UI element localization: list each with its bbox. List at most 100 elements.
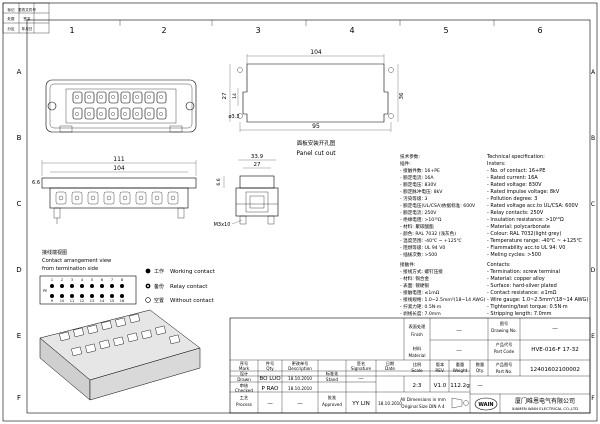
drawn-date: 18.10.2010 <box>288 376 312 381</box>
spec-cn-line: - 温度范围: -40℃ ~ +125℃ <box>400 237 462 244</box>
std-value: — <box>358 376 364 382</box>
spec-en-line: - Insulation resistance: >10¹⁰Ω <box>487 217 564 223</box>
weight-value: 112.2g <box>450 383 470 389</box>
term-title-en2: from termination side <box>42 266 98 272</box>
finish-label-cn: 表面处理 <box>409 323 427 330</box>
spec-cn-line: - 额定电流: 16A <box>400 174 434 181</box>
legend-working-cn: 工作 <box>154 268 164 275</box>
spec-cn: 技术参数: 插件: - 接触件数: 16+PE - 额定电流: 16A - 额定… <box>400 153 486 317</box>
isometric-view <box>39 309 201 401</box>
spec-en-line: - Stripping length: 7.0mm <box>487 311 552 317</box>
term-pin-label: 10 <box>60 299 64 303</box>
row-label-b-right: B <box>591 135 595 142</box>
spec-en-line: - Wire gauge: 1.0~2.5mm²(18~14 AWG) <box>487 297 588 303</box>
zone-columns-top: 1 2 3 4 5 6 <box>69 20 543 35</box>
spec-cn-line: - 表面: 镀硬银 <box>400 282 430 289</box>
qty-label-en: Qty. <box>476 368 484 373</box>
term-pin-label: 7 <box>111 278 113 282</box>
term-pin-label: 11 <box>70 299 74 303</box>
spec-en-line: - Relay contacts: 250V <box>487 210 544 216</box>
revision-strip: 标记 处数 分区 更改文件号 签名 年月日 <box>2 2 50 34</box>
process-name: — <box>267 401 273 407</box>
process-label-en: Process <box>236 402 252 407</box>
part-no-label-en: Part No. <box>496 369 513 374</box>
spec-cn-line: - 绝缘电阻: >10¹⁰Ω <box>400 216 442 223</box>
company-logo: WAIN <box>474 397 498 411</box>
spec-en-line: - Surface: hard-silver plated <box>487 283 557 289</box>
term-top-row: 1 2 3 4 5 6 7 8 <box>50 278 124 288</box>
termination-view: 接线端视图 Contact arrangement view from term… <box>39 249 216 305</box>
rev-strip-label: 签名 <box>23 16 31 21</box>
drawing-no-label-en: Drawing No. <box>491 328 517 333</box>
hdr-sign-cn: 签名 <box>357 360 365 367</box>
legend-without-en: Without contact <box>170 298 215 304</box>
spec-en-line: - Rated voltage acc.to UL/CSA: 600V <box>487 203 579 209</box>
spec-cn-title: 技术参数: <box>400 153 420 160</box>
row-label-e-right: E <box>591 333 595 340</box>
front-view-contacts <box>72 91 167 120</box>
row-label-a-left: A <box>17 68 22 76</box>
col-label-6: 6 <box>537 26 542 35</box>
panel-cutout: 104 27 14 36 ø3.3 95 面板安装开孔图 Panel cut o… <box>222 49 405 157</box>
hdr-date-en: Date <box>385 366 395 371</box>
cutout-title-en: Panel cut out <box>296 150 336 157</box>
term-legend: 工作 Working contact 备份 Relay contact 空置 W… <box>145 268 216 304</box>
material-label-en: Material <box>408 353 425 358</box>
term-pin-label: 2 <box>61 278 63 282</box>
cutout-height-left-dim: 27 <box>222 92 228 99</box>
term-pin-label: 13 <box>90 299 94 303</box>
end-inner-dim: 27 <box>254 162 261 168</box>
approved-name: YY LIN <box>351 401 370 407</box>
size-note: Original Size DIN A 4 <box>401 404 445 409</box>
cutout-height-right-dim: 36 <box>399 92 405 99</box>
side-inner-dim: 104 <box>113 165 125 172</box>
spec-en-line: - Termination: screw terminal <box>487 269 560 275</box>
title-block: 表面处理 Finish — 材料 Material — 图号 Drawing N… <box>229 317 591 414</box>
weight-label-en: Weight <box>453 368 468 373</box>
end-height-dim: 6.6 <box>216 178 222 185</box>
hdr-qty-en: Qty <box>266 366 274 371</box>
term-pin-label: 5 <box>91 278 93 282</box>
hdr-date-cn: 日期 <box>386 361 394 367</box>
spec-cn-line: 插件: <box>400 160 411 167</box>
end-view: 33.9 27 6.6 M3x10 <box>214 154 279 228</box>
spec-cn-line: - 额定电压: 830V <box>400 181 437 188</box>
term-title-en1: Contact arrangement view <box>42 258 112 264</box>
spec-cn-line: - 污染等级: 3 <box>400 195 428 202</box>
spec-en-title: Technical specification: <box>486 154 545 160</box>
scale-value: 2:3 <box>412 383 421 389</box>
cutout-mid-dim: 14 <box>232 93 238 99</box>
zone-rows: A B C D E F A B C D E F <box>16 68 596 402</box>
std-label-cn: 标准化 <box>326 370 339 377</box>
spec-en-line: - Rated impulse voltage: 8kV <box>487 189 560 195</box>
legend-relay-cn: 备份 <box>154 283 164 290</box>
spec-cn-line: - 拧紧力矩: 0.5N·m <box>400 303 442 310</box>
scale-label-cn: 比例 <box>413 361 421 368</box>
finish-value: — <box>456 328 462 334</box>
row-label-c-left: C <box>17 200 22 208</box>
checked-date: 18.10.2010 <box>288 386 312 391</box>
drawing-no-label-cn: 图号 <box>500 321 508 327</box>
cutout-hole-dim: ø3.3 <box>228 114 239 120</box>
spec-cn-line: - 额定电压(UL/CSA)依据标准: 600V <box>400 202 476 209</box>
working-contact-icon <box>145 268 151 274</box>
spec-cn-line: - 接触电阻: ≤1mΩ <box>400 289 440 296</box>
spec-en-line: - Pollution degree: 3 <box>487 196 537 202</box>
spec-en-line: Insters: <box>487 161 506 167</box>
spec-en-line: - Meling cycles: >500 <box>487 252 541 258</box>
spec-en-line: - Material: polycarbonate <box>487 224 550 230</box>
rev-label-en: REV. <box>435 368 444 373</box>
row-label-d-right: D <box>591 267 596 274</box>
spec-en-line: - Material: copper alloy <box>487 276 545 282</box>
finish-label-en: Finish <box>411 332 423 337</box>
spec-en-line: - Contact resistance: ≤1mΩ <box>487 290 557 296</box>
spec-cn-line: - 接线规格: 1.0~2.5mm²(18~14 AWG) <box>400 296 486 303</box>
process-date: — <box>297 401 303 407</box>
row-label-b-left: B <box>17 134 22 142</box>
spec-en-line: - Tightening/test torque: 0.5N·m <box>487 304 568 310</box>
material-value: — <box>456 348 462 354</box>
col-label-2: 2 <box>161 26 166 35</box>
approved-date: 18.10.2010 <box>378 401 402 406</box>
